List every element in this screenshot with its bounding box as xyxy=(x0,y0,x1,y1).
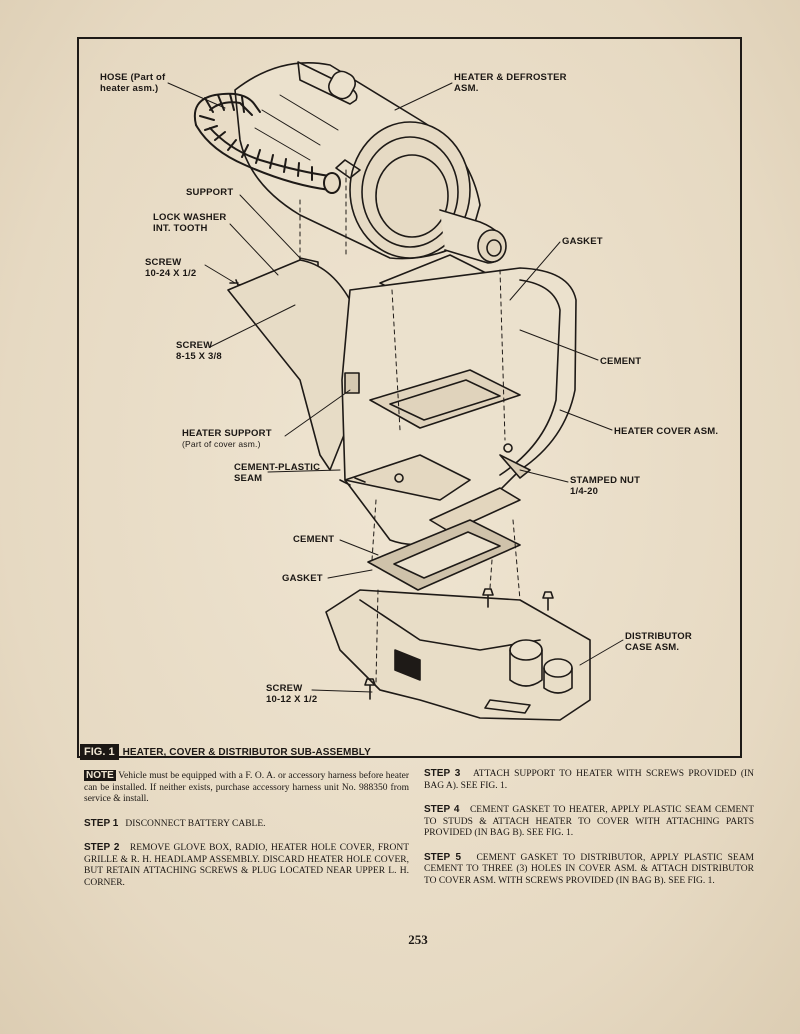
step-2: STEP 2 REMOVE GLOVE BOX, RADIO, HEATER H… xyxy=(84,842,409,889)
stamped-nut xyxy=(429,454,531,533)
step-4: STEP 4 CEMENT GASKET TO HEATER, APPLY PL… xyxy=(424,804,754,840)
heater-cover-assembly xyxy=(227,259,577,546)
label-cement-plastic: CEMENT-PLASTIC SEAM xyxy=(234,462,321,484)
label-gasket-bottom: GASKET xyxy=(282,573,323,584)
label-screw-10-12: SCREW 10-12 X 1/2 xyxy=(266,683,318,705)
label-distributor: DISTRIBUTOR CASE ASM. xyxy=(625,631,692,653)
hose xyxy=(193,92,341,194)
step-1-heading: STEP 1 xyxy=(84,817,119,829)
step-5: STEP 5 CEMENT GASKET TO DISTRIBUTOR, APP… xyxy=(424,852,754,888)
label-heater-support: HEATER SUPPORT xyxy=(182,428,272,439)
step-5-heading: STEP 5 xyxy=(424,851,462,863)
step-3-heading: STEP 3 xyxy=(424,768,461,779)
figure-number: FIG. 1 xyxy=(80,744,119,760)
step-5-text: CEMENT GASKET TO DISTRIBUTOR, APPLY PLAS… xyxy=(424,852,755,886)
exploded-assembly-diagram xyxy=(167,61,624,721)
figure-title: HEATER, COVER & DISTRIBUTOR SUB-ASSEMBLY xyxy=(122,746,371,758)
label-hose: HOSE (Part of heater asm.) xyxy=(100,72,166,94)
step-2-text: REMOVE GLOVE BOX, RADIO, HEATER HOLE COV… xyxy=(84,843,409,888)
figure-frame xyxy=(77,37,742,758)
label-screw-10-24: SCREW 10-24 X 1/2 xyxy=(145,257,197,279)
label-cement-right: CEMENT xyxy=(600,356,642,367)
label-heater-cover: HEATER COVER ASM. xyxy=(614,426,719,437)
step-4-heading: STEP 4 xyxy=(424,804,460,815)
label-support: SUPPORT xyxy=(186,187,234,198)
note-label: NOTE xyxy=(84,770,116,781)
note-paragraph: NOTE Vehicle must be equipped with a F. … xyxy=(84,770,409,806)
distributor-case xyxy=(325,588,591,721)
label-cement-left: CEMENT xyxy=(293,534,335,545)
label-stamped-nut: STAMPED NUT 1/4-20 xyxy=(570,475,641,497)
step-2-heading: STEP 2 xyxy=(84,842,120,853)
label-screw-8-15: SCREW 8-15 X 3/8 xyxy=(176,340,222,362)
step-1: STEP 1 DISCONNECT BATTERY CABLE. xyxy=(84,818,409,831)
heater-defroster-assembly xyxy=(234,61,507,264)
bottom-gasket xyxy=(367,519,521,591)
label-gasket-top: GASKET xyxy=(562,236,603,247)
label-heater-support-sub: (Part of cover asm.) xyxy=(182,439,261,449)
instructions-left-column: NOTE Vehicle must be equipped with a F. … xyxy=(84,770,409,901)
note-text: Vehicle must be equipped with a F. O. A.… xyxy=(84,771,409,804)
step-1-text: DISCONNECT BATTERY CABLE. xyxy=(125,818,266,829)
label-lock-washer: LOCK WASHER INT. TOOTH xyxy=(153,212,227,234)
page-number: 253 xyxy=(408,932,428,947)
instructions-right-column: STEP 3 ATTACH SUPPORT TO HEATER WITH SCR… xyxy=(424,768,754,899)
step-3-text: ATTACH SUPPORT TO HEATER WITH SCREWS PRO… xyxy=(424,769,755,791)
label-heater-defroster: HEATER & DEFROSTER ASM. xyxy=(454,72,567,94)
step-4-text: CEMENT GASKET TO HEATER, APPLY PLASTIC S… xyxy=(424,805,755,838)
figure-caption: FIG. 1 HEATER, COVER & DISTRIBUTOR SUB-A… xyxy=(80,744,410,760)
step-3: STEP 3 ATTACH SUPPORT TO HEATER WITH SCR… xyxy=(424,768,754,792)
